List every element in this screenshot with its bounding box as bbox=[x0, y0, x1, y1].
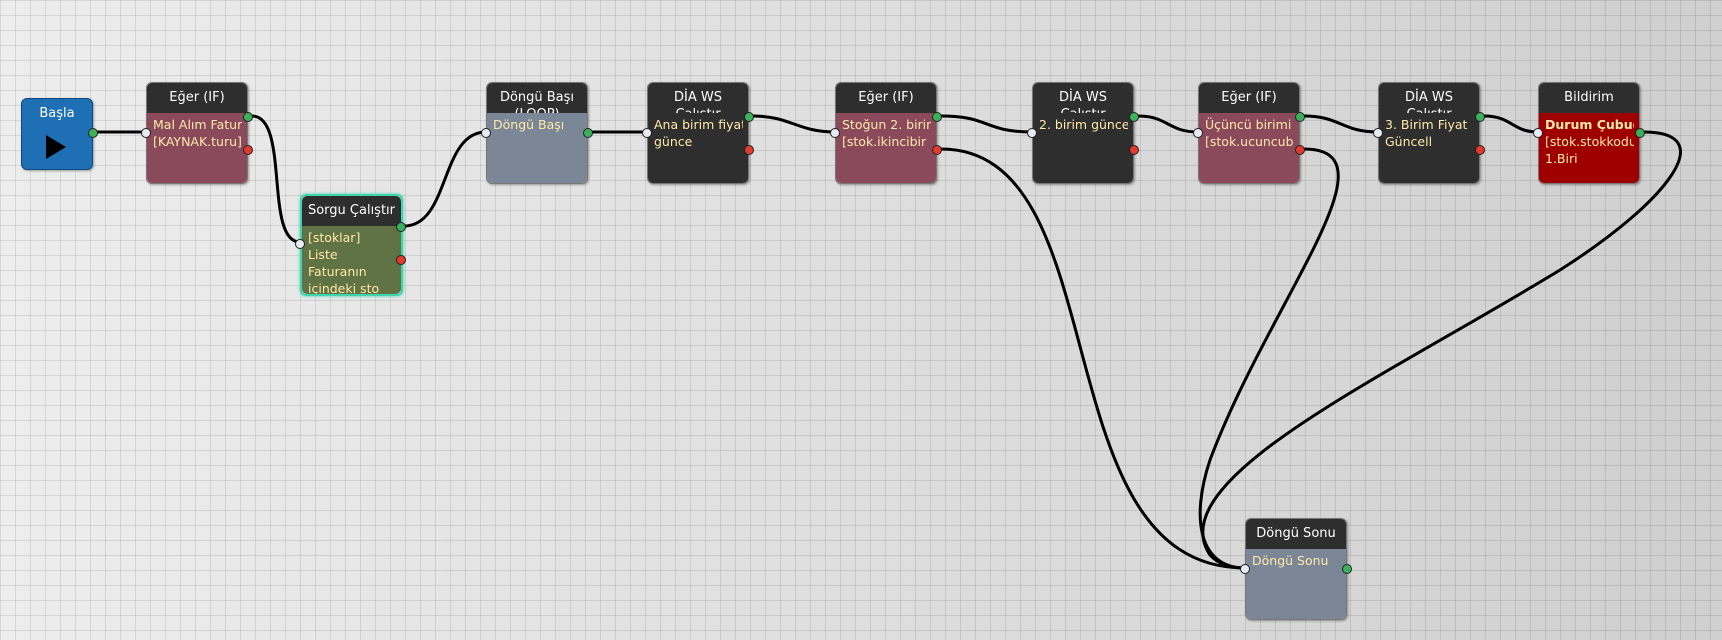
node-title-line: Döngü Başı bbox=[499, 90, 575, 105]
node-body: Stoğun 2. birim [stok.ikincibir bbox=[836, 113, 936, 183]
port-out-ok[interactable] bbox=[243, 112, 253, 122]
node-title-line: DİA WS bbox=[1059, 90, 1107, 105]
node-line: 1.Biri bbox=[1545, 151, 1578, 166]
node-basla[interactable]: Başla bbox=[21, 98, 98, 170]
node-title: Döngü Sonu bbox=[1246, 519, 1346, 549]
node-line: 3. Birim Fiyat bbox=[1385, 117, 1468, 132]
port-out-error[interactable] bbox=[396, 255, 406, 265]
wire-sorgu-dongubasi bbox=[402, 130, 488, 228]
node-line: Güncell bbox=[1385, 134, 1433, 149]
node-line: Döngü Sonu bbox=[1252, 553, 1329, 568]
port-out-ok[interactable] bbox=[88, 128, 98, 138]
port-in[interactable] bbox=[1533, 128, 1543, 138]
port-in[interactable] bbox=[295, 239, 305, 249]
wire-ws2-eger3 bbox=[1136, 114, 1200, 134]
node-dia-ws-1[interactable]: DİA WS Çalıştır Ana birim fiyat3 günce bbox=[642, 82, 754, 184]
node-line: Mal Alım Fatura bbox=[153, 117, 242, 132]
node-line: Ana birim fiyat3 bbox=[654, 117, 743, 132]
node-eger-3[interactable]: Eğer (IF) Üçüncü birimi v [stok.ucuncubi… bbox=[1193, 82, 1305, 184]
wire-eger2-err-donguson bbox=[939, 147, 1247, 570]
node-line: [stok.ucuncubir bbox=[1205, 134, 1294, 149]
node-line: içindeki sto bbox=[308, 281, 380, 294]
wire-eger2-ws2 bbox=[939, 114, 1034, 134]
node-line: Faturanın bbox=[308, 264, 367, 279]
node-title: Bildirim bbox=[1539, 83, 1639, 113]
play-icon bbox=[46, 135, 66, 159]
node-body: Ana birim fiyat3 günce bbox=[648, 113, 748, 183]
node-line: Döngü Başı bbox=[493, 117, 565, 132]
node-line: [KAYNAK.turu] = bbox=[153, 134, 242, 149]
port-out-ok[interactable] bbox=[1295, 112, 1305, 122]
node-title: DİA WS Çalıştır bbox=[1379, 83, 1479, 122]
node-body: 3. Birim Fiyat Güncell bbox=[1379, 113, 1479, 183]
node-dia-ws-2[interactable]: DİA WS Çalıştır 2. birim güncelle bbox=[1027, 82, 1139, 184]
port-out-ok[interactable] bbox=[744, 112, 754, 122]
node-line: [stok.stokkodu] bbox=[1545, 134, 1634, 149]
port-in[interactable] bbox=[642, 128, 652, 138]
node-body: Üçüncü birimi v [stok.ucuncubir bbox=[1199, 113, 1299, 183]
wire-bildirim-donguson bbox=[1201, 130, 1682, 570]
node-line: Stoğun 2. birim bbox=[842, 117, 931, 132]
node-title-line: DİA WS bbox=[674, 90, 722, 105]
node-line: günce bbox=[654, 134, 693, 149]
port-out-error[interactable] bbox=[1129, 145, 1139, 155]
node-title: Döngü Başı (LOOP) bbox=[487, 83, 587, 122]
node-line: [stoklar] bbox=[308, 230, 361, 245]
node-sorgu-calistir[interactable]: Sorgu Çalıştır [stoklar] Liste Faturanın… bbox=[295, 194, 406, 296]
port-out-error[interactable] bbox=[243, 145, 253, 155]
port-out-error[interactable] bbox=[1295, 145, 1305, 155]
port-out-ok[interactable] bbox=[396, 222, 406, 232]
port-in[interactable] bbox=[1240, 564, 1250, 574]
wire-eger1-sorgu bbox=[250, 114, 302, 244]
node-title: Başla bbox=[39, 106, 75, 121]
node-body: Mal Alım Fatura [KAYNAK.turu] = bbox=[147, 113, 247, 183]
node-line: Liste bbox=[308, 247, 338, 262]
port-in[interactable] bbox=[1373, 128, 1383, 138]
node-body: Durum Çubuğu [stok.stokkodu] 1.Biri bbox=[1539, 113, 1639, 183]
port-out-ok[interactable] bbox=[1475, 112, 1485, 122]
port-out-ok[interactable] bbox=[1342, 564, 1352, 574]
node-body: Döngü Başı bbox=[487, 113, 587, 183]
port-out-ok[interactable] bbox=[1635, 128, 1645, 138]
node-eger-2[interactable]: Eğer (IF) Stoğun 2. birim [stok.ikincibi… bbox=[830, 82, 942, 184]
node-title: DİA WS Çalıştır bbox=[1033, 83, 1133, 122]
node-bildirim[interactable]: Bildirim Durum Çubuğu [stok.stokkodu] 1.… bbox=[1533, 82, 1645, 184]
port-in[interactable] bbox=[481, 128, 491, 138]
node-dongu-sonu[interactable]: Döngü Sonu Döngü Sonu bbox=[1240, 518, 1352, 620]
node-body: [stoklar] Liste Faturanın içindeki sto bbox=[302, 226, 401, 294]
port-in[interactable] bbox=[1193, 128, 1203, 138]
node-title: Sorgu Çalıştır bbox=[302, 196, 401, 226]
node-body: 2. birim güncelle bbox=[1033, 113, 1133, 183]
port-out-ok[interactable] bbox=[1129, 112, 1139, 122]
wire-eger3-err-donguson bbox=[1198, 147, 1340, 570]
port-in[interactable] bbox=[141, 128, 151, 138]
wire-ws1-eger2 bbox=[751, 114, 837, 134]
wire-eger3-ws3 bbox=[1302, 114, 1380, 134]
node-line: Durum Çubuğu bbox=[1545, 117, 1634, 132]
wire-ws3-bildirim bbox=[1482, 114, 1540, 134]
node-body: Döngü Sonu bbox=[1246, 549, 1346, 619]
node-title: Eğer (IF) bbox=[836, 83, 936, 113]
node-title: DİA WS Çalıştır bbox=[648, 83, 748, 122]
port-out-ok[interactable] bbox=[583, 128, 593, 138]
port-in[interactable] bbox=[1027, 128, 1037, 138]
node-eger-1[interactable]: Eğer (IF) Mal Alım Fatura [KAYNAK.turu] … bbox=[141, 82, 253, 184]
node-title: Eğer (IF) bbox=[1199, 83, 1299, 113]
node-line: [stok.ikincibir bbox=[842, 134, 927, 149]
port-out-ok[interactable] bbox=[932, 112, 942, 122]
port-out-error[interactable] bbox=[932, 145, 942, 155]
node-dongu-basi[interactable]: Döngü Başı (LOOP) Döngü Başı bbox=[481, 82, 593, 184]
port-out-error[interactable] bbox=[744, 145, 754, 155]
port-out-error[interactable] bbox=[1475, 145, 1485, 155]
node-title: Eğer (IF) bbox=[147, 83, 247, 113]
node-title-line: DİA WS bbox=[1405, 90, 1453, 105]
node-line: Üçüncü birimi v bbox=[1205, 117, 1294, 132]
node-line: 2. birim güncelle bbox=[1039, 117, 1128, 132]
port-in[interactable] bbox=[830, 128, 840, 138]
node-dia-ws-3[interactable]: DİA WS Çalıştır 3. Birim Fiyat Güncell bbox=[1373, 82, 1485, 184]
